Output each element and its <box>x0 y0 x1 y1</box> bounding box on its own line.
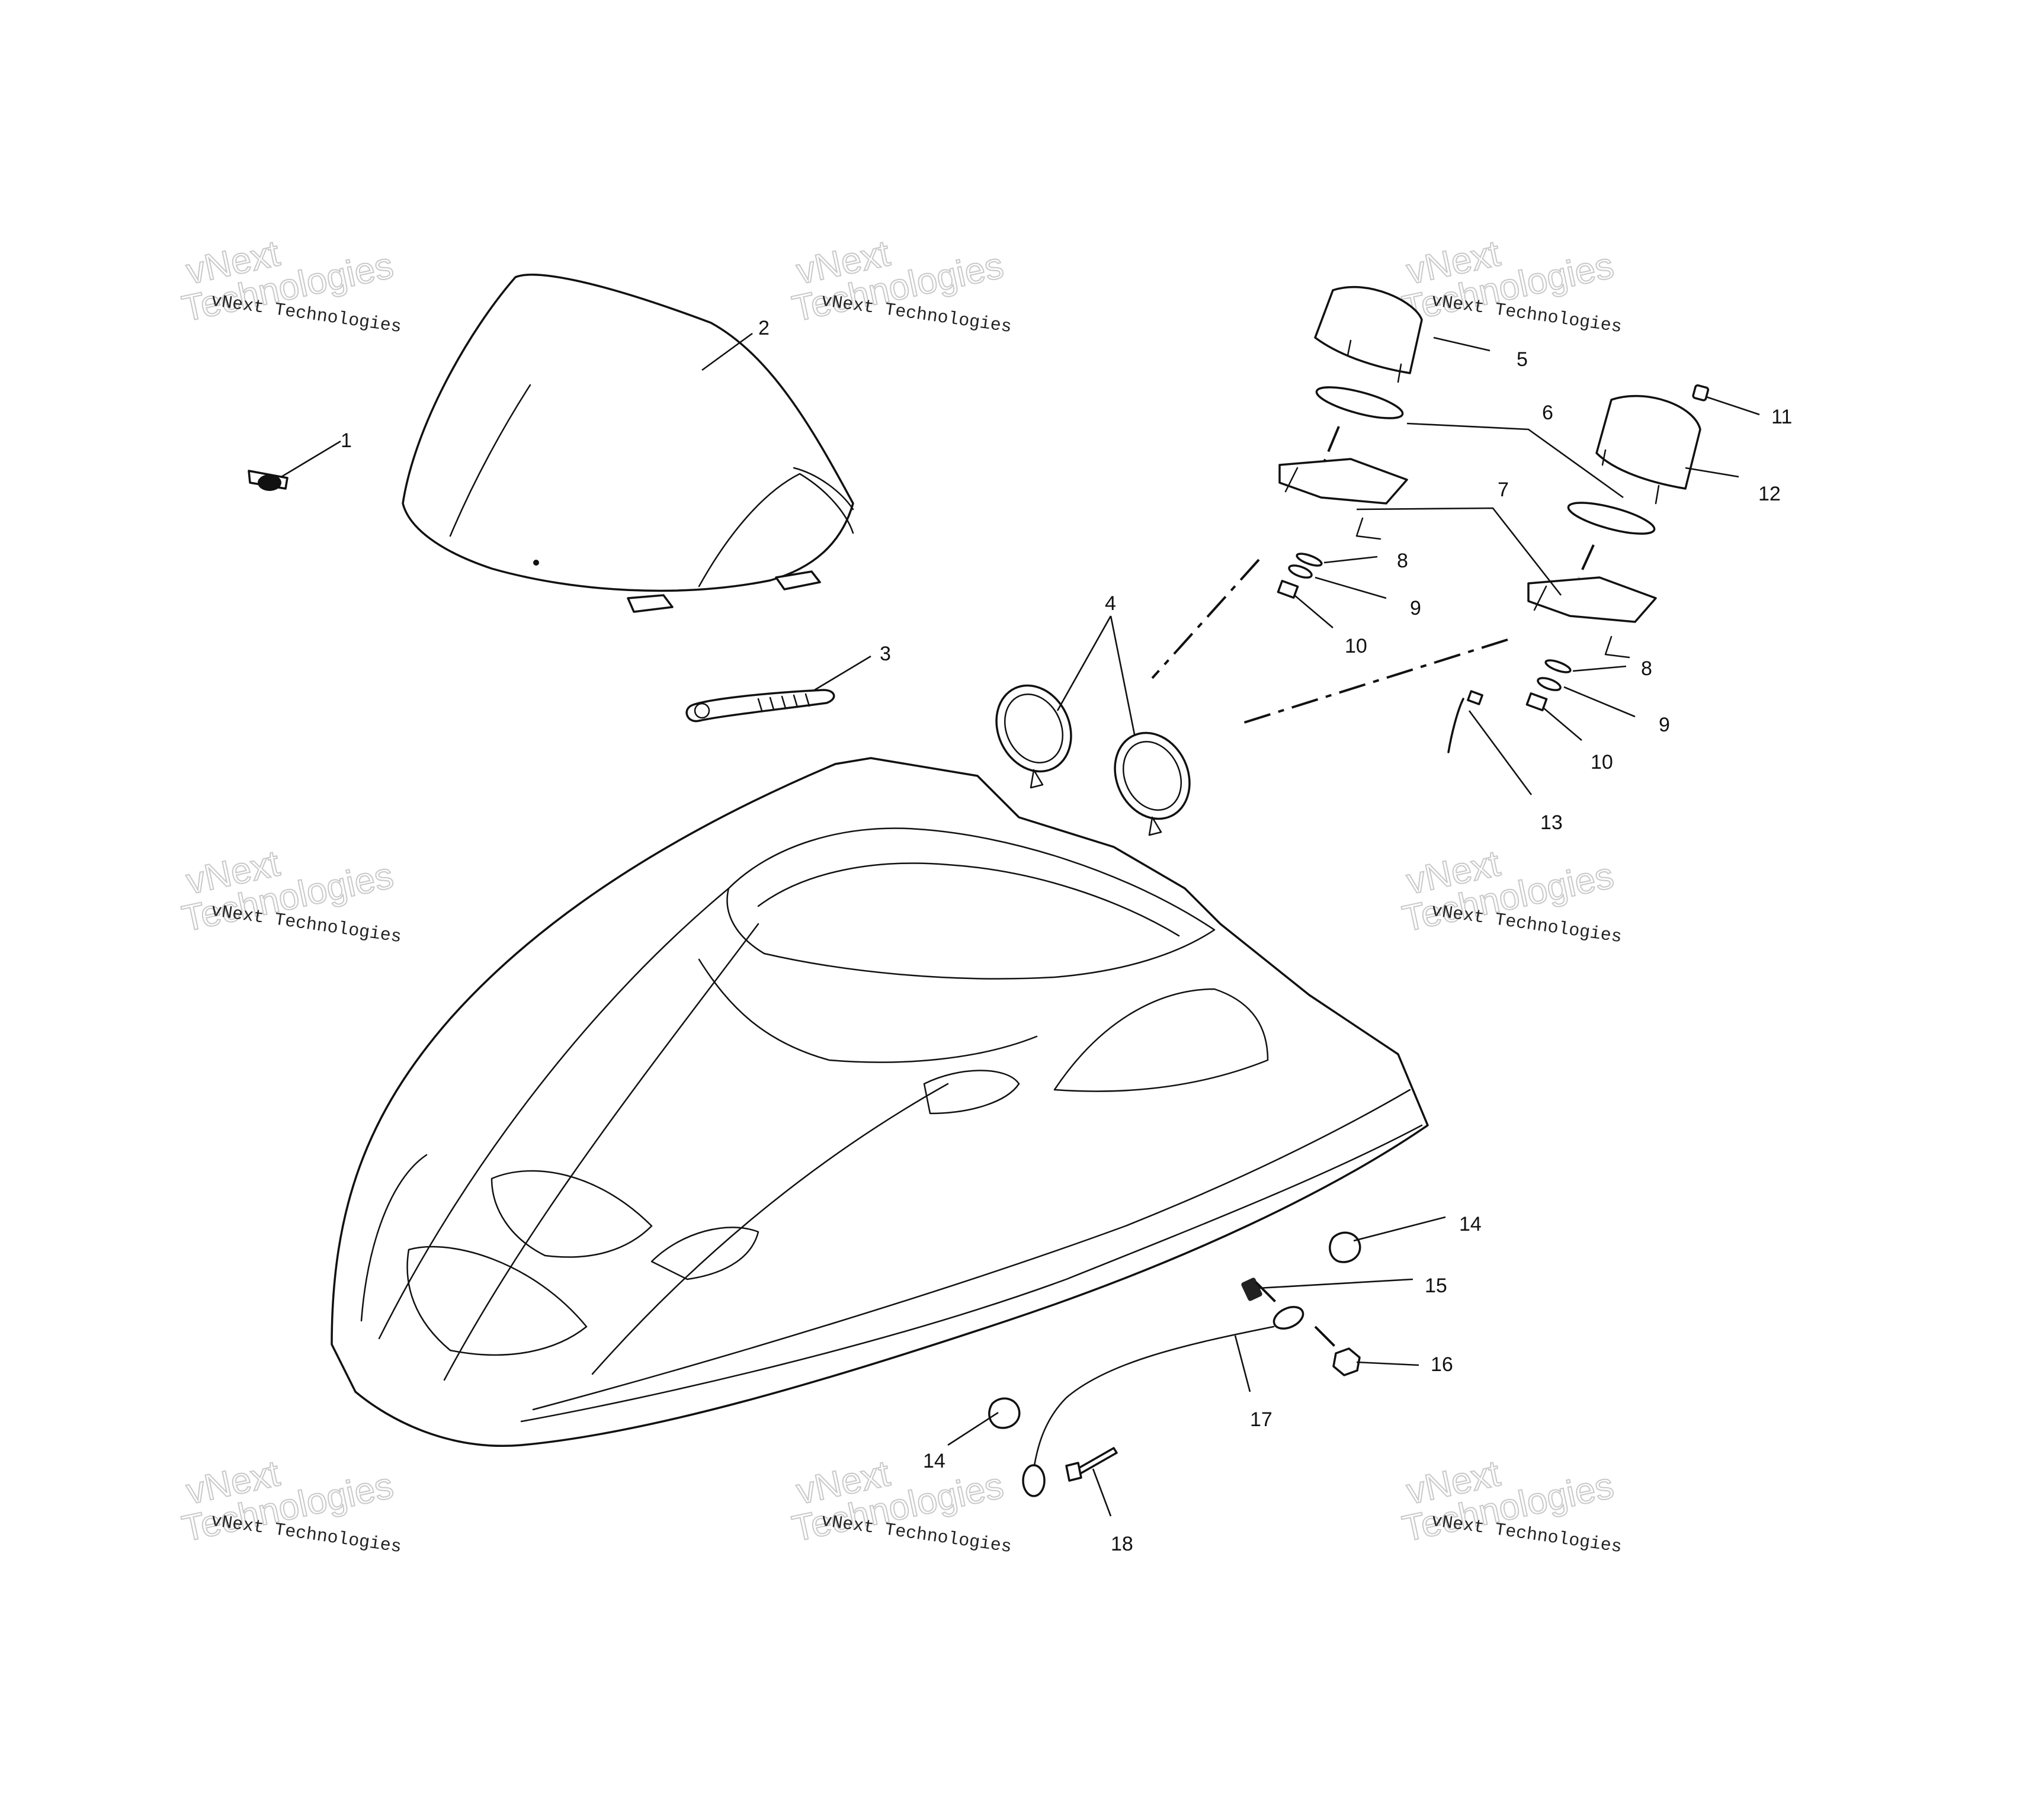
screw-part-1 <box>248 470 289 491</box>
hardware-right-8-9-10 <box>1525 659 1572 711</box>
callout-11: 11 <box>1771 406 1792 428</box>
gauge-ring-part-4 <box>995 684 1191 836</box>
watermark: vNext Technologies vNext Technologies <box>178 842 402 948</box>
hardware-left-8-9-10 <box>1277 553 1323 599</box>
tether-part-17 <box>1022 1281 1340 1497</box>
callout-13: 13 <box>1540 811 1563 834</box>
watermark: vNext Technologies vNext Technologies <box>788 232 1012 338</box>
bolt-part-15 <box>1241 1277 1262 1301</box>
callout-15: 15 <box>1425 1275 1447 1297</box>
pin-part-18 <box>1065 1447 1118 1482</box>
strap-part-3 <box>685 689 835 723</box>
gauge-stack-left <box>1278 285 1423 540</box>
callout-8a: 8 <box>1397 550 1408 572</box>
watermark: vNext Technologies vNext Technologies <box>1398 1452 1623 1558</box>
callout-2: 2 <box>758 317 770 339</box>
callout-8b: 8 <box>1641 657 1652 680</box>
clip-part-14-left <box>988 1397 1021 1429</box>
clip-part-14-right <box>1329 1231 1361 1263</box>
callout-5: 5 <box>1517 348 1528 371</box>
watermark: vNext Technologies vNext Technologies <box>178 232 402 338</box>
callout-9b: 9 <box>1659 714 1670 736</box>
callout-3: 3 <box>880 643 891 665</box>
callout-10b: 10 <box>1591 751 1613 773</box>
gauge-stack-right <box>1527 384 1710 659</box>
alignment-line <box>1243 638 1508 724</box>
callout-18: 18 <box>1111 1533 1133 1555</box>
callout-labels: 1 2 3 4 5 6 7 8 9 10 11 12 8 9 10 13 14 … <box>341 317 1792 1555</box>
alignment-line <box>1151 558 1260 679</box>
callout-1: 1 <box>341 429 352 452</box>
callout-14b: 14 <box>923 1450 945 1472</box>
callout-14a: 14 <box>1459 1213 1482 1235</box>
callout-leaders <box>281 332 1760 1517</box>
callout-17: 17 <box>1250 1408 1272 1431</box>
callout-16: 16 <box>1431 1353 1453 1376</box>
callout-10a: 10 <box>1345 635 1367 657</box>
watermark: vNext Technologies vNext Technologies <box>788 1452 1012 1558</box>
hood <box>331 757 1429 1447</box>
watermark: vNext Technologies vNext Technologies <box>1398 842 1623 948</box>
watermark: vNext Technologies vNext Technologies <box>1398 232 1623 338</box>
watermark: vNext Technologies vNext Technologies <box>178 1452 402 1558</box>
callout-6: 6 <box>1542 402 1553 424</box>
nut-part-16 <box>1332 1347 1361 1376</box>
callout-4: 4 <box>1105 592 1116 615</box>
callout-12: 12 <box>1758 483 1781 505</box>
windshield <box>402 274 854 613</box>
callout-7: 7 <box>1498 479 1509 501</box>
wire-part-13 <box>1447 690 1483 753</box>
callout-9a: 9 <box>1410 597 1421 619</box>
